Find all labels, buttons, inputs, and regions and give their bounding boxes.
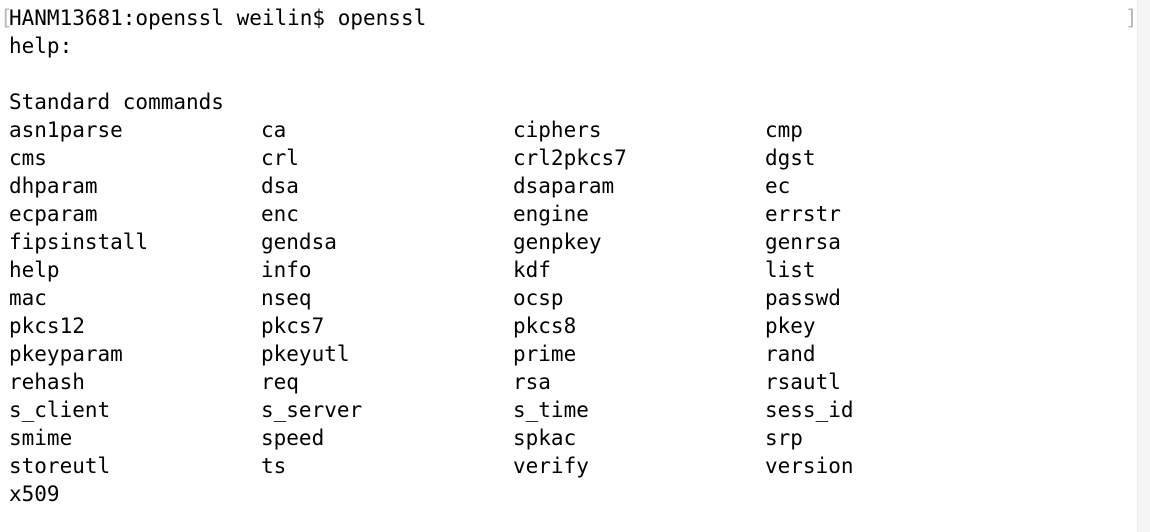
command-entry: info: [261, 258, 312, 282]
command-entry: gendsa: [261, 230, 337, 254]
command-entry: genpkey: [513, 230, 602, 254]
command-entry: list: [765, 258, 816, 282]
command-entry: enc: [261, 202, 299, 226]
command-entry: dsa: [261, 174, 299, 198]
command-entry: cms: [9, 146, 47, 170]
help-label: help:: [9, 34, 73, 58]
command-entry: crl2pkcs7: [513, 146, 627, 170]
command-entry: req: [261, 370, 299, 394]
command-entry: ca: [261, 118, 287, 142]
command-entry: s_time: [513, 398, 589, 422]
command-entry: pkcs12: [9, 314, 85, 338]
command-entry: ts: [261, 454, 287, 478]
command-entry: rand: [765, 342, 816, 366]
command-entry: smime: [9, 426, 73, 450]
command-entry: srp: [765, 426, 803, 450]
command-entry: ciphers: [513, 118, 602, 142]
command-entry: pkeyparam: [9, 342, 123, 366]
selection-bracket-right: ]: [1125, 6, 1138, 30]
command-entry: version: [765, 454, 854, 478]
command-entry: genrsa: [765, 230, 841, 254]
shell-prompt: HANM13681:openssl weilin$: [9, 6, 338, 30]
command-entry: mac: [9, 286, 47, 310]
command-entry: rsa: [513, 370, 551, 394]
section-heading: Standard commands: [9, 90, 224, 114]
command-entry: prime: [513, 342, 577, 366]
command-entry: verify: [513, 454, 589, 478]
command-entry: ec: [765, 174, 791, 198]
command-entry: pkeyutl: [261, 342, 350, 366]
command-entry: cmp: [765, 118, 803, 142]
command-entry: pkey: [765, 314, 816, 338]
command-entry: errstr: [765, 202, 841, 226]
command-entry: x509: [9, 482, 60, 506]
command-entry: engine: [513, 202, 589, 226]
command-entry: ecparam: [9, 202, 98, 226]
command-entry: dsaparam: [513, 174, 615, 198]
command-entry: nseq: [261, 286, 312, 310]
command-entry: pkcs7: [261, 314, 325, 338]
command-entry: speed: [261, 426, 325, 450]
command-entry: dhparam: [9, 174, 98, 198]
command-entry: sess_id: [765, 398, 854, 422]
command-entry: rehash: [9, 370, 85, 394]
command-entry: rsautl: [765, 370, 841, 394]
command-entry: s_client: [9, 398, 111, 422]
selection-bracket-left: [: [0, 6, 13, 30]
command-entry: pkcs8: [513, 314, 577, 338]
command-entry: kdf: [513, 258, 551, 282]
command-entry: passwd: [765, 286, 841, 310]
scrollbar-track[interactable]: [1137, 0, 1150, 532]
typed-command: openssl: [337, 6, 427, 30]
command-entry: help: [9, 258, 60, 282]
command-entry: ocsp: [513, 286, 564, 310]
command-entry: storeutl: [9, 454, 111, 478]
command-entry: spkac: [513, 426, 577, 450]
command-entry: asn1parse: [9, 118, 123, 142]
command-entry: crl: [261, 146, 299, 170]
command-entry: dgst: [765, 146, 816, 170]
command-entry: s_server: [261, 398, 363, 422]
prompt-line: HANM13681:openssl weilin$ openssl: [9, 4, 426, 32]
command-entry: fipsinstall: [9, 230, 149, 254]
